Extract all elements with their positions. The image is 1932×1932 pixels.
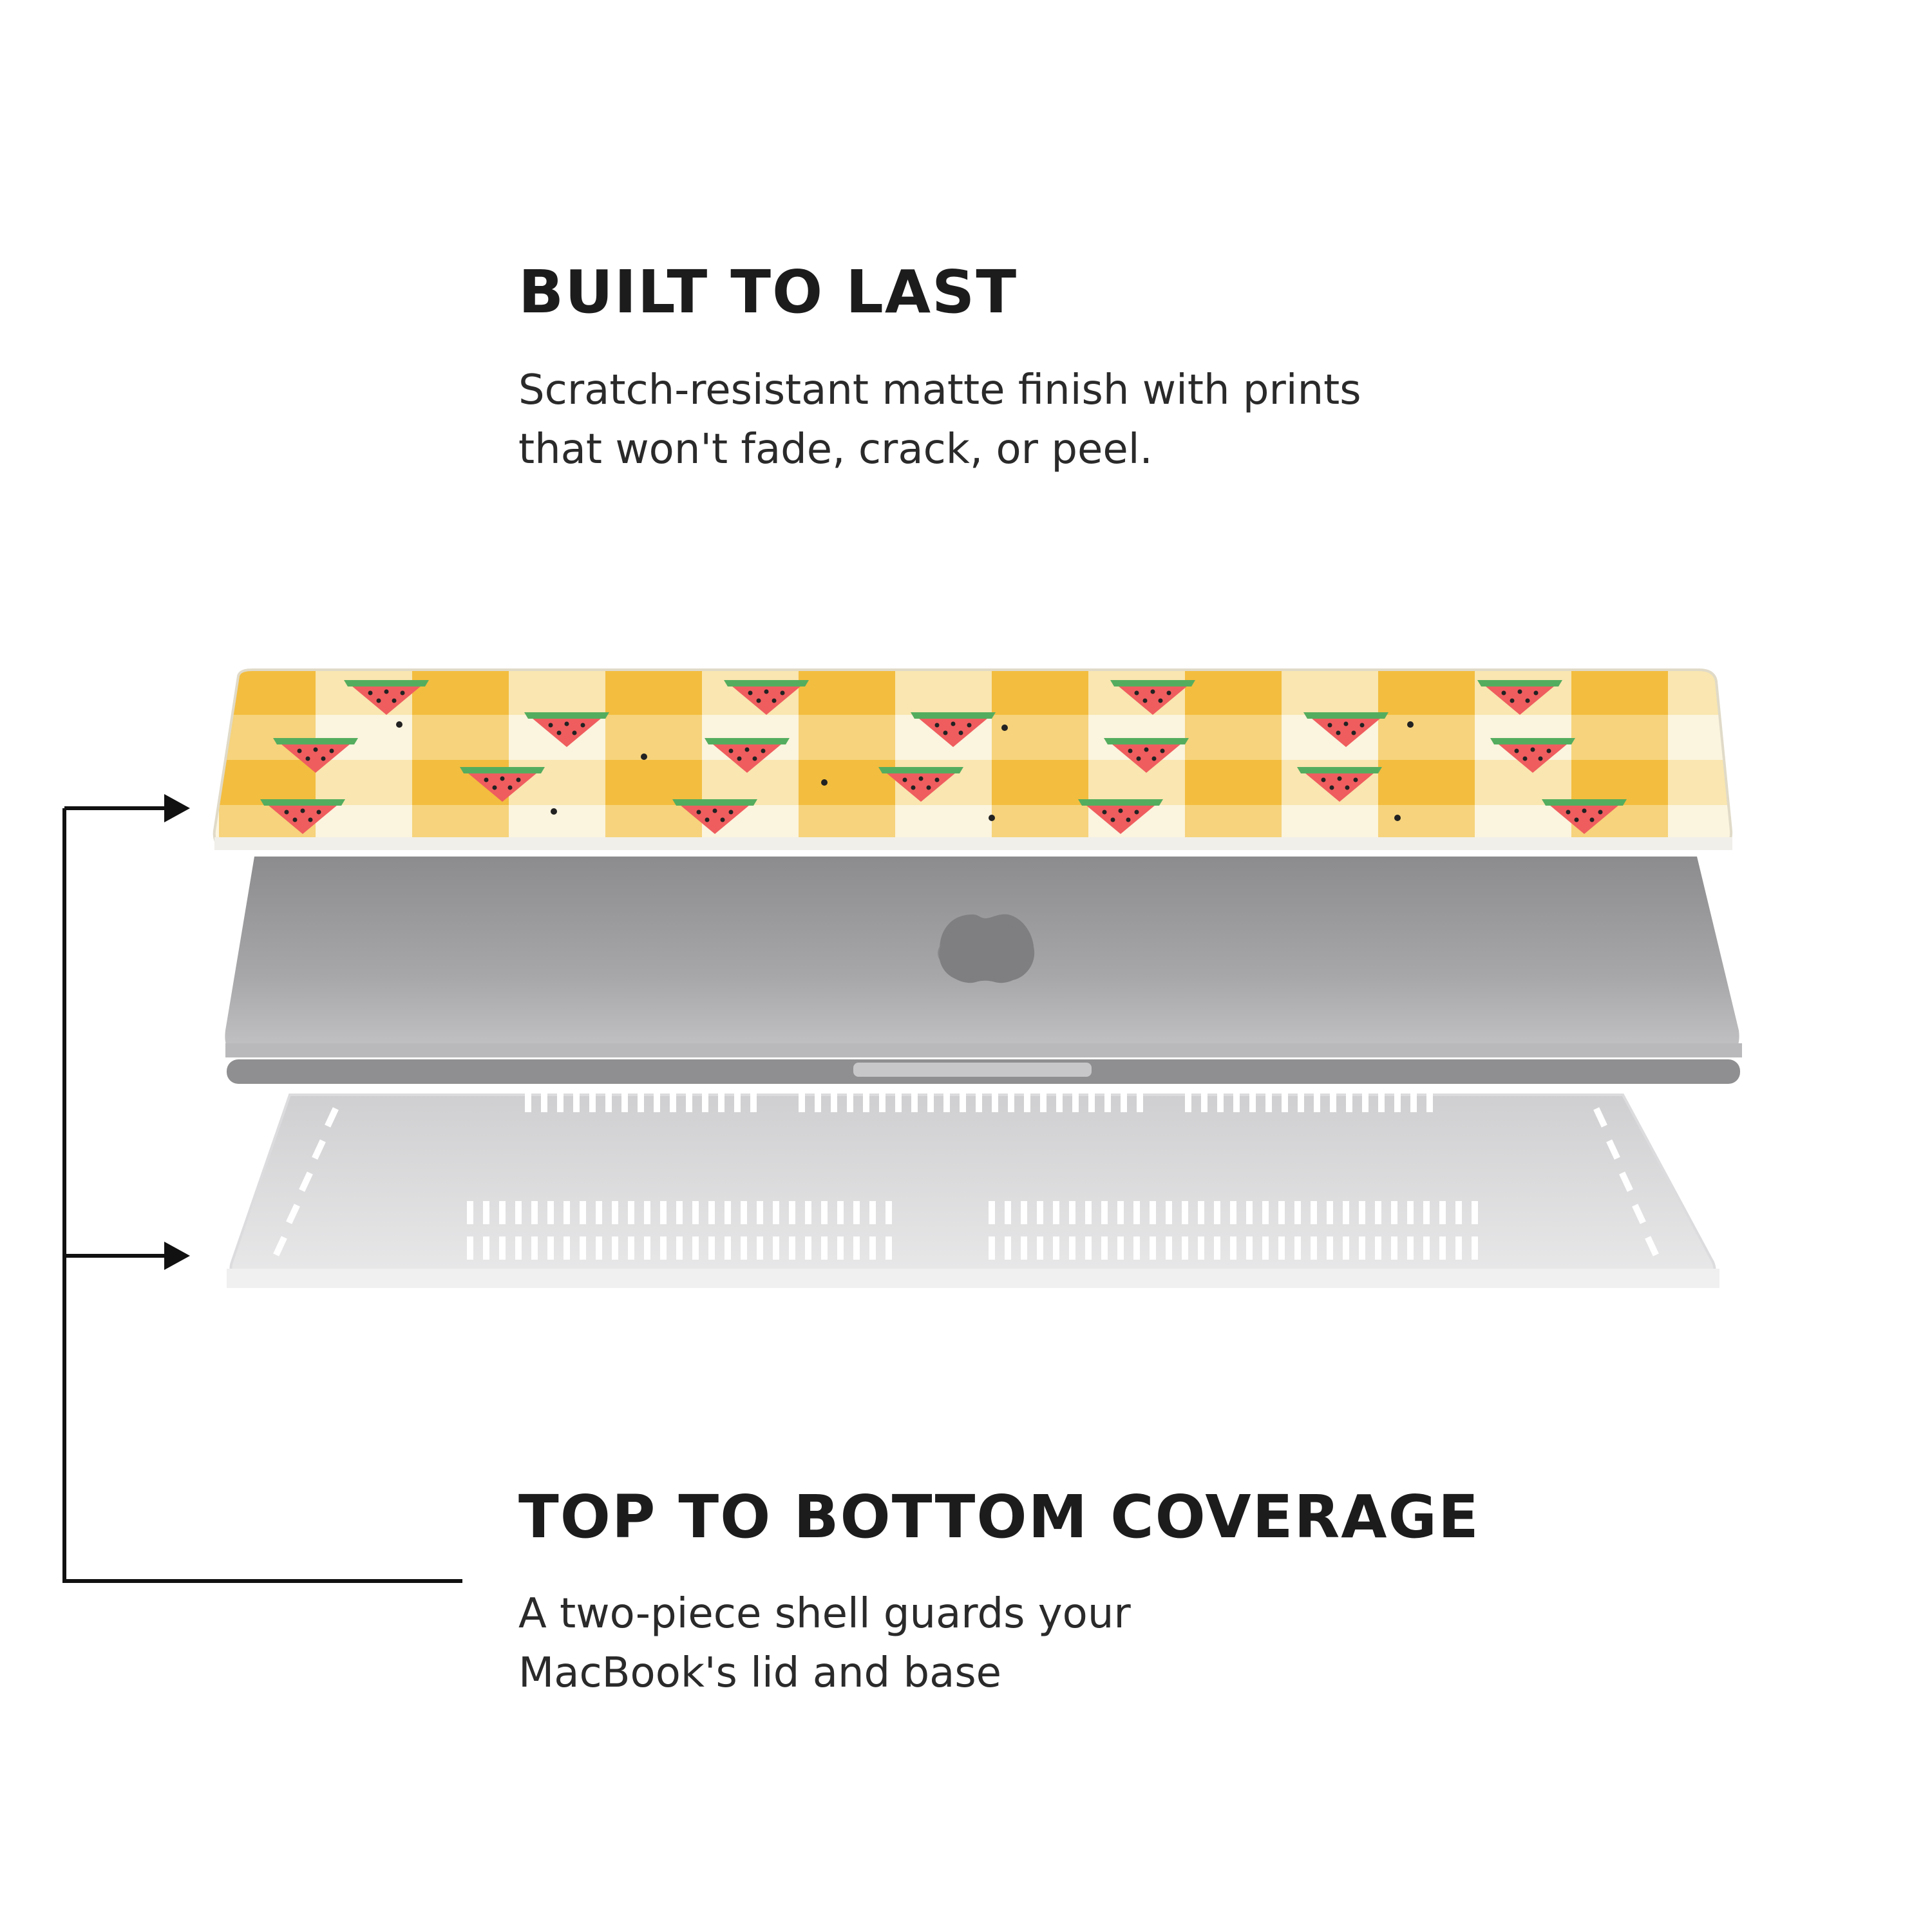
base-shell [227, 1092, 1719, 1288]
description-line: A two-piece shell guards your [518, 1590, 1131, 1638]
description-built-to-last: Scratch-resistant matte finish with prin… [518, 361, 1361, 479]
arrow-right-icon [164, 794, 190, 822]
macbook [225, 857, 1742, 1084]
heading-coverage: TOP TO BOTTOM COVERAGE [518, 1482, 1480, 1551]
arrow-right-icon [164, 1242, 190, 1270]
description-line: Scratch-resistant matte finish with prin… [518, 366, 1361, 414]
coverage-bracket [62, 806, 462, 1583]
lid-shell [213, 668, 1733, 850]
heading-built-to-last: BUILT TO LAST [518, 258, 1018, 327]
vent-slots [273, 1092, 1659, 1260]
apple-logo-icon [938, 914, 1035, 983]
description-line: that won't fade, crack, or peel. [518, 426, 1153, 473]
description-coverage: A two-piece shell guards your MacBook's … [518, 1584, 1131, 1703]
description-line: MacBook's lid and base [518, 1649, 1002, 1697]
